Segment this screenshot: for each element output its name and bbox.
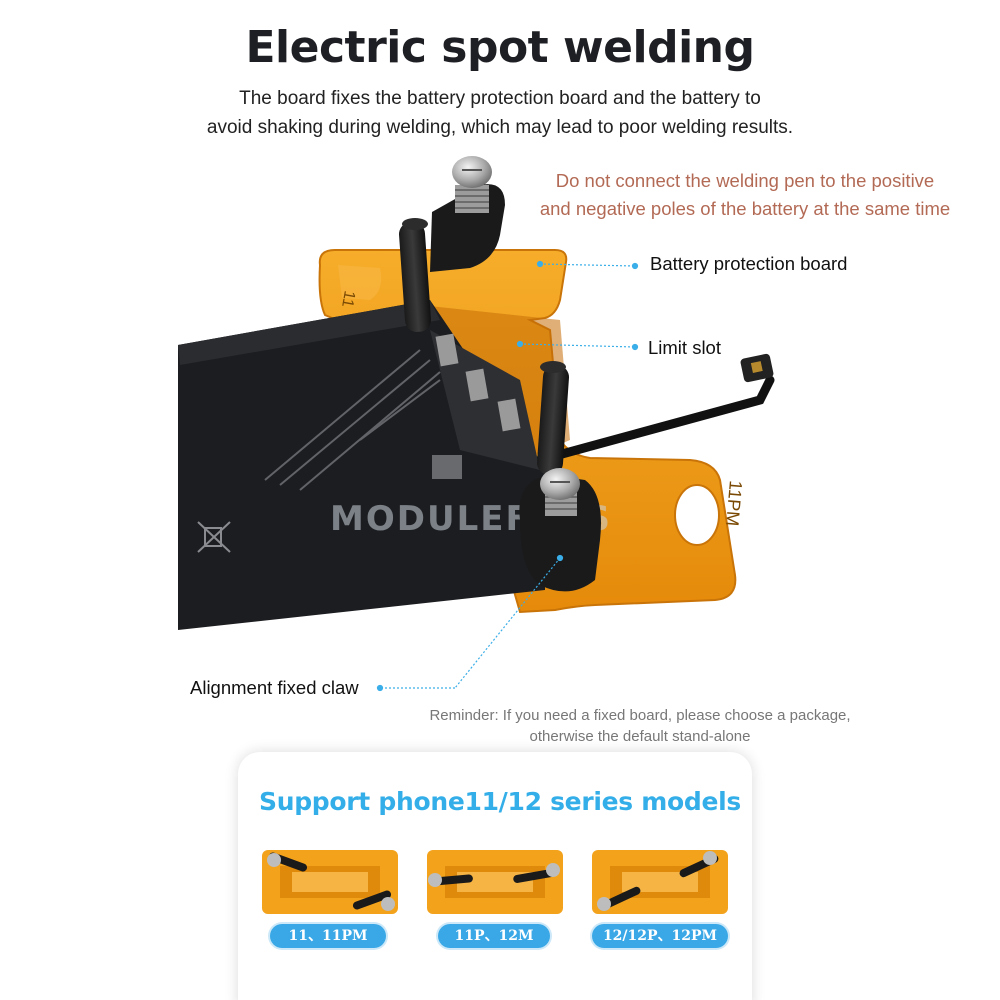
qr-code xyxy=(432,455,462,479)
subtitle-line-1: The board fixes the battery protection b… xyxy=(239,88,761,109)
model-label-2: 11P、12M xyxy=(438,924,550,948)
model-thumbnail-2 xyxy=(427,850,563,914)
fixture-tab-label-right: 11PM xyxy=(722,480,746,527)
battery xyxy=(178,300,545,630)
model-thumbnail-1 xyxy=(262,850,398,914)
subtitle-line-2: avoid shaking during welding, which may … xyxy=(206,117,794,138)
fixture-tab-label-left: 11 xyxy=(338,289,358,308)
model-thumbnail-3 xyxy=(592,850,728,914)
clamp-post-top xyxy=(399,156,505,332)
warning-note: Do not connect the welding pen to the po… xyxy=(510,167,980,223)
chip-2 xyxy=(465,368,489,402)
chip-3 xyxy=(497,398,521,432)
callout-battery-protection-board: Battery protection board xyxy=(650,253,848,274)
screw-icon xyxy=(540,468,580,500)
product-illustration: 11 11PM MODULEFANS xyxy=(178,156,775,692)
page-subtitle: The board fixes the battery protection b… xyxy=(150,84,850,142)
screw-icon xyxy=(452,156,492,188)
reminder-line-2: otherwise the default stand-alone xyxy=(529,728,751,745)
warning-line-2: and negative poles of the battery at the… xyxy=(539,198,951,219)
connector-contact xyxy=(750,361,763,373)
clamp-post-bottom xyxy=(519,361,601,592)
chip-1 xyxy=(435,333,459,367)
model-label-3: 12/12P、12PM xyxy=(592,924,728,948)
reminder-note: Reminder: If you need a fixed board, ple… xyxy=(390,705,890,747)
recycle-icon xyxy=(197,521,231,553)
callout-limit-slot: Limit slot xyxy=(648,337,721,358)
warning-line-1: Do not connect the welding pen to the po… xyxy=(555,170,935,191)
page-title: Electric spot welding xyxy=(245,22,755,73)
model-label-1: 11、11PM xyxy=(270,924,386,948)
callout-lines xyxy=(376,260,639,692)
flex-cable xyxy=(535,375,775,465)
reminder-line-1: Reminder: If you need a fixed board, ple… xyxy=(429,707,851,724)
callout-alignment-fixed-claw: Alignment fixed claw xyxy=(190,677,359,698)
models-card-title: Support phone11/12 series models xyxy=(259,787,741,816)
